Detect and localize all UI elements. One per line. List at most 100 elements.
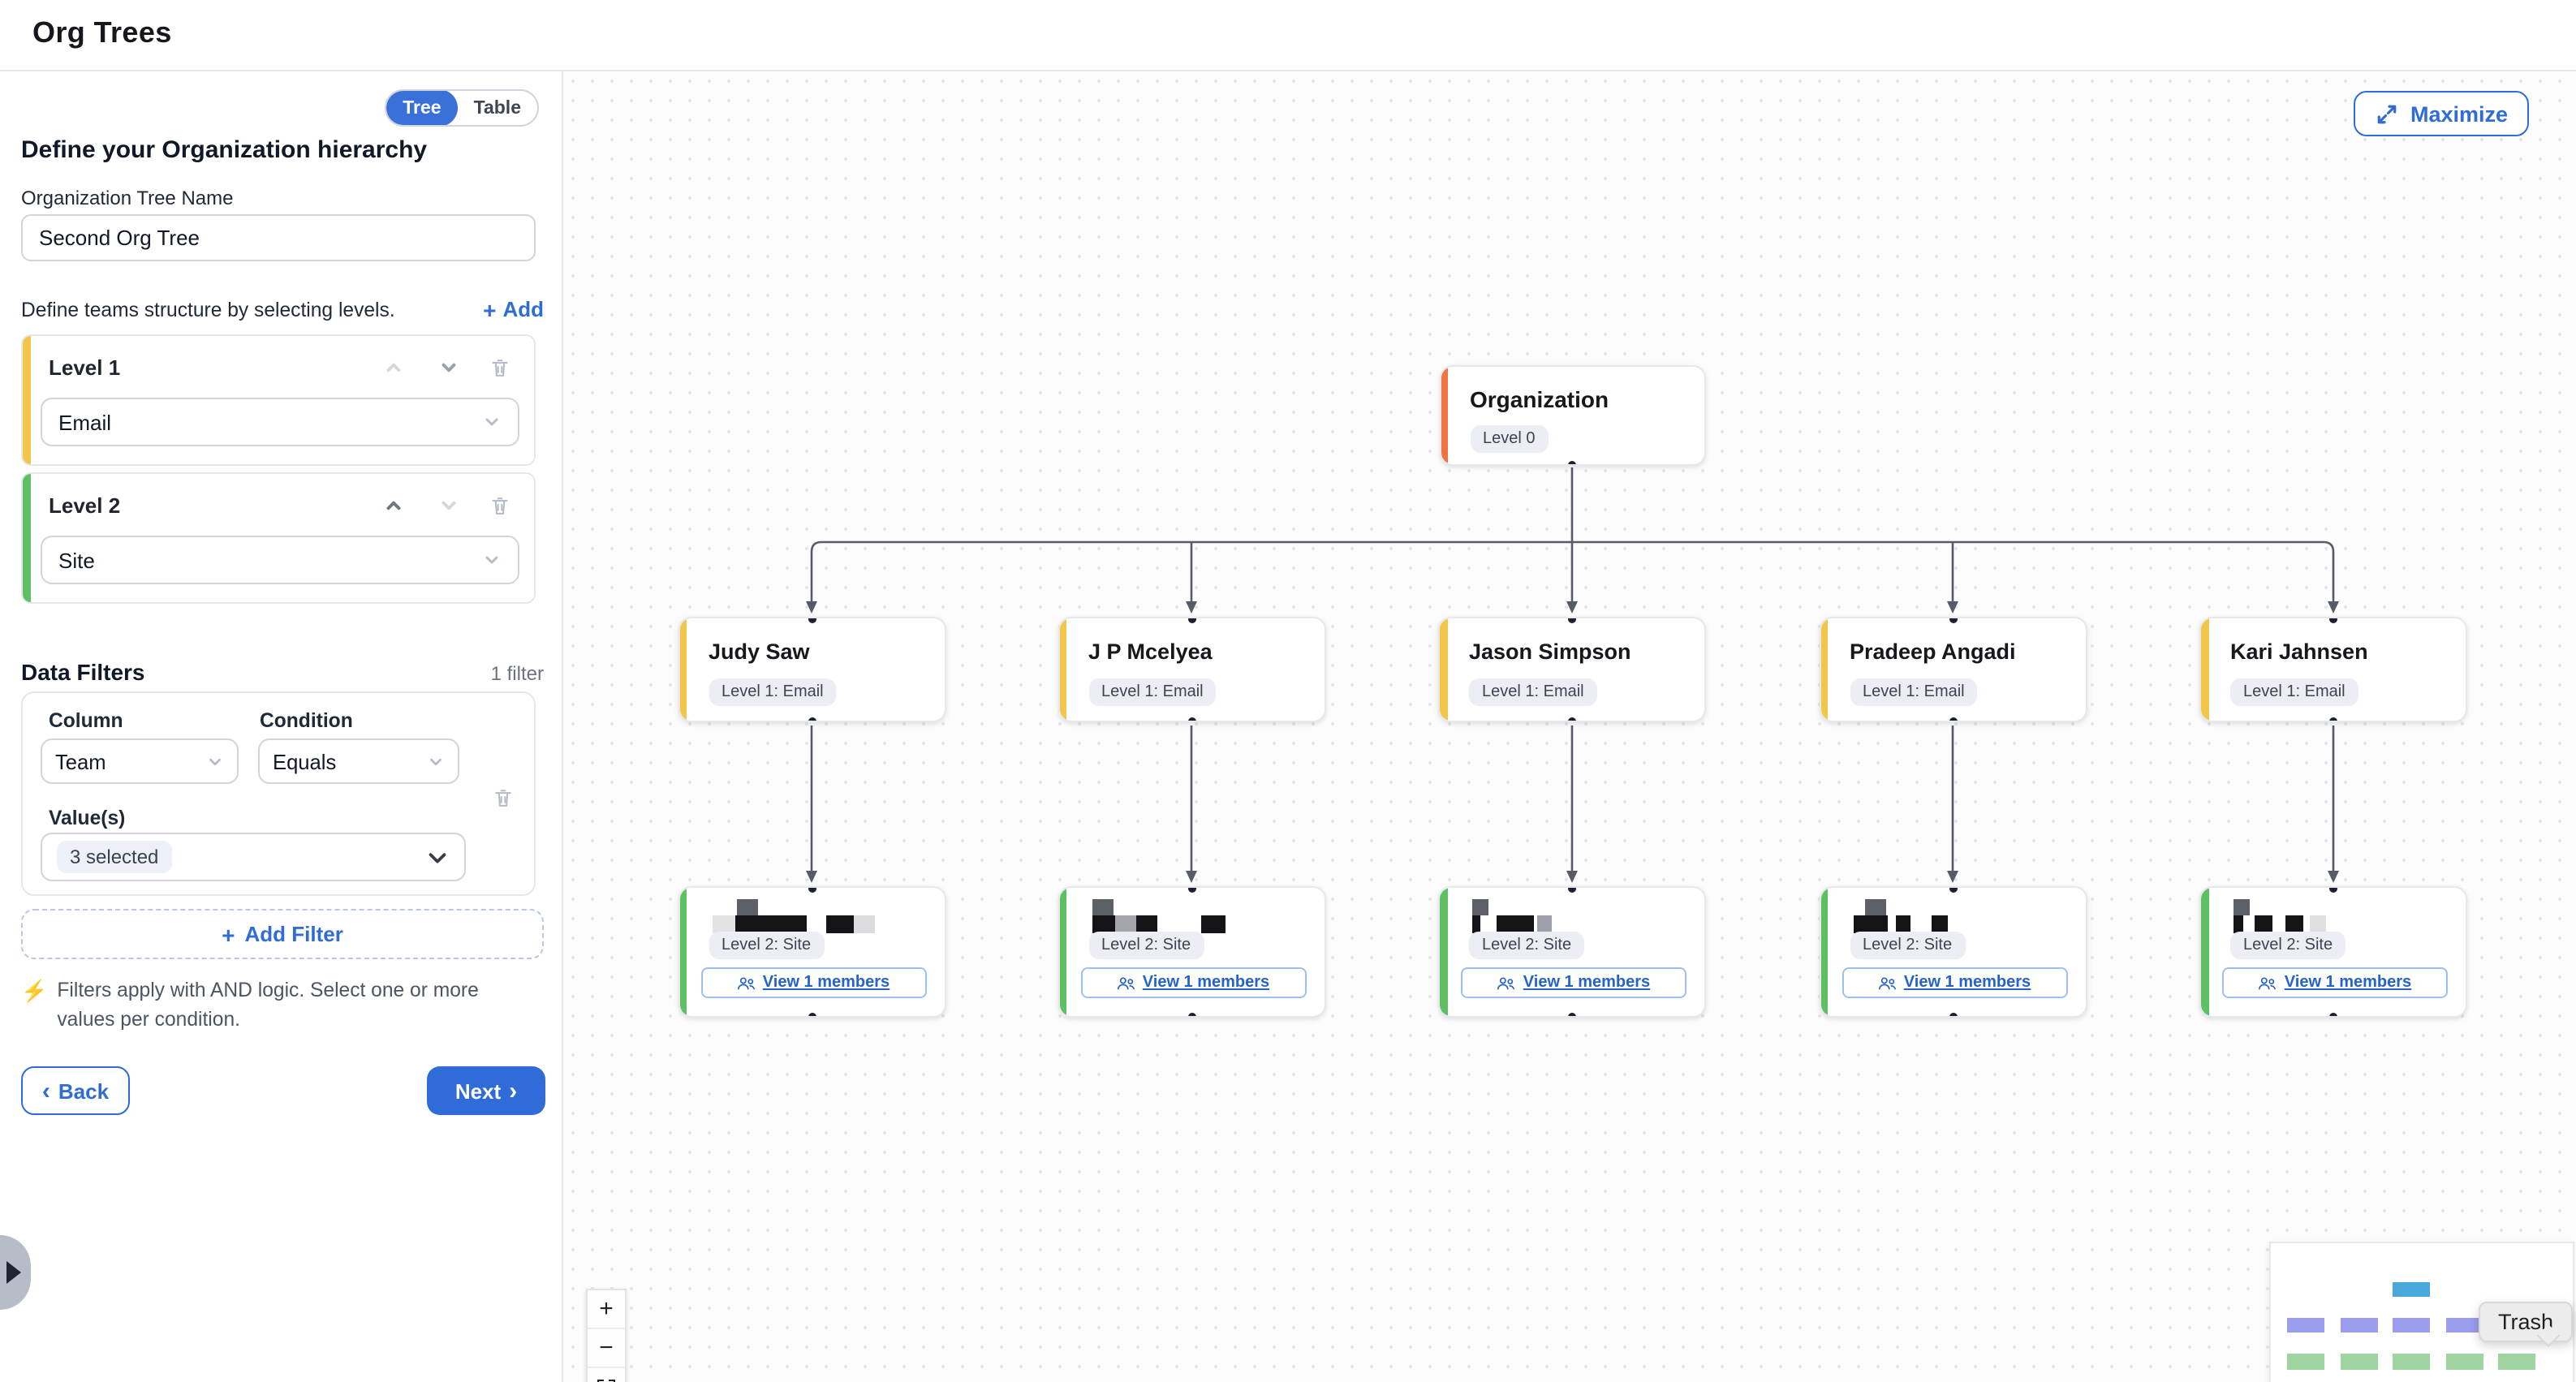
page-header: Org Trees [0,0,2576,71]
data-filters-title: Data Filters [21,659,145,685]
maximize-button[interactable]: Maximize [2354,91,2530,136]
node-accent-bar [1820,618,1828,721]
condition-label: Condition [260,709,353,732]
fit-view-button[interactable] [588,1368,625,1382]
node-title: Jason Simpson [1469,639,1631,664]
toggle-tree[interactable]: Tree [386,91,458,125]
move-down-button[interactable] [433,352,463,381]
chevron-up-icon [386,362,400,372]
chevron-down-icon [430,757,442,765]
node-accent-bar [2201,618,2208,721]
people-icon [737,976,755,989]
view-members-button[interactable]: View 1 members [1461,967,1686,998]
toggle-table[interactable]: Table [458,91,537,125]
view-members-button[interactable]: View 1 members [2222,967,2448,998]
hierarchy-heading: Define your Organization hierarchy [21,136,428,164]
chevron-down-icon [429,852,446,863]
triangle-right-icon [6,1261,21,1284]
minimap-l2-node [2446,1354,2483,1370]
node-accent-bar [1440,618,1447,721]
people-icon [1497,976,1515,989]
delete-level-button[interactable] [485,490,515,519]
level-1-type-select[interactable]: Email [41,398,519,446]
node-title: Judy Saw [709,639,810,664]
people-icon [1117,976,1135,989]
move-up-button[interactable] [378,352,407,381]
zoom-out-button[interactable]: − [588,1329,625,1368]
node-accent-bar [1059,888,1066,1016]
org-node-level1[interactable]: Judy Saw Level 1: Email [678,617,946,722]
chevron-down-icon [441,362,455,372]
trash-icon [492,359,508,376]
redacted-name [1092,899,1225,933]
view-members-button[interactable]: View 1 members [700,967,926,998]
org-node-level1[interactable]: Pradeep Angadi Level 1: Email [1819,617,2087,722]
node-accent-bar [2201,888,2208,1016]
delete-level-button[interactable] [485,352,515,381]
view-members-button[interactable]: View 1 members [1842,967,2067,998]
chevron-down-icon [209,757,221,765]
fit-view-icon [597,1379,615,1382]
org-node-level2[interactable]: Level 2: Site View 1 members [2199,886,2467,1018]
next-button[interactable]: Next › [427,1066,545,1115]
filter-count: 1 filter [490,662,544,685]
move-up-button[interactable] [378,490,407,519]
org-node-level1[interactable]: J P Mcelyea Level 1: Email [1058,617,1325,722]
page-title: Org Trees [32,16,172,49]
level-2-type-select[interactable]: Site [41,536,519,584]
node-level-badge: Level 0 [1470,425,1549,453]
column-label: Column [49,709,123,732]
org-chart-canvas[interactable]: Maximize [563,71,2576,1382]
condition-select[interactable]: Equals [258,738,459,784]
org-node-level2[interactable]: Level 2: Site View 1 members [1058,886,1325,1018]
org-node-level2[interactable]: Level 2: Site View 1 members [678,886,946,1018]
node-level-badge: Level 1: Email [1850,678,1978,706]
level-1-title: Level 1 [49,355,121,380]
values-multiselect[interactable]: 3 selected [41,833,466,881]
filter-card: Column Condition Team Equals Value(s) 3 … [21,691,536,896]
tree-name-input[interactable] [21,214,536,261]
minimap-l2-node [2393,1354,2430,1370]
add-filter-button[interactable]: + Add Filter [21,909,544,959]
chevron-down-icon [485,418,498,426]
selected-count-chip: 3 selected [57,841,172,873]
expand-icon [2377,104,2397,123]
chevron-down-icon [485,556,498,564]
add-level-button[interactable]: + Add [483,296,544,322]
trash-icon [492,497,508,514]
back-chevron-icon: ‹ [41,1077,50,1104]
minimap-l1-node [2341,1318,2378,1332]
canvas-zoom-controls: + − [586,1289,627,1382]
org-node-level1[interactable]: Jason Simpson Level 1: Email [1438,617,1706,722]
plus-icon: + [222,921,235,947]
zoom-out-icon: − [599,1334,614,1362]
org-node-level2[interactable]: Level 2: Site View 1 members [1819,886,2087,1018]
zoom-in-icon: + [599,1295,614,1323]
view-members-button[interactable]: View 1 members [1080,967,1306,998]
node-level-badge: Level 2: Site [1850,932,1966,959]
minimap-root-node [2393,1282,2430,1297]
redacted-name [712,899,874,933]
minimap-l2-node [2498,1354,2535,1370]
redacted-name [2234,899,2326,933]
delete-filter-button[interactable] [489,782,518,812]
zoom-in-button[interactable]: + [588,1290,625,1329]
tree-name-label: Organization Tree Name [21,187,234,209]
node-level-badge: Level 2: Site [709,932,825,959]
minimap-l2-node [2341,1354,2378,1370]
org-node-level1[interactable]: Kari Jahnsen Level 1: Email [2199,617,2467,722]
level-1-accent-bar [23,336,31,464]
trash-icon [495,789,511,806]
people-icon [2259,976,2277,989]
column-select[interactable]: Team [41,738,239,784]
next-chevron-icon: › [509,1077,518,1104]
level-1-card: Level 1 Email [21,334,536,466]
back-button[interactable]: ‹ Back [21,1066,130,1115]
org-node-root[interactable]: Organization Level 0 [1439,365,1705,466]
org-node-level2[interactable]: Level 2: Site View 1 members [1438,886,1706,1018]
level-2-card: Level 2 Site [21,472,536,604]
people-icon [1878,976,1896,989]
move-down-button[interactable] [433,490,463,519]
redacted-name [1472,899,1552,933]
